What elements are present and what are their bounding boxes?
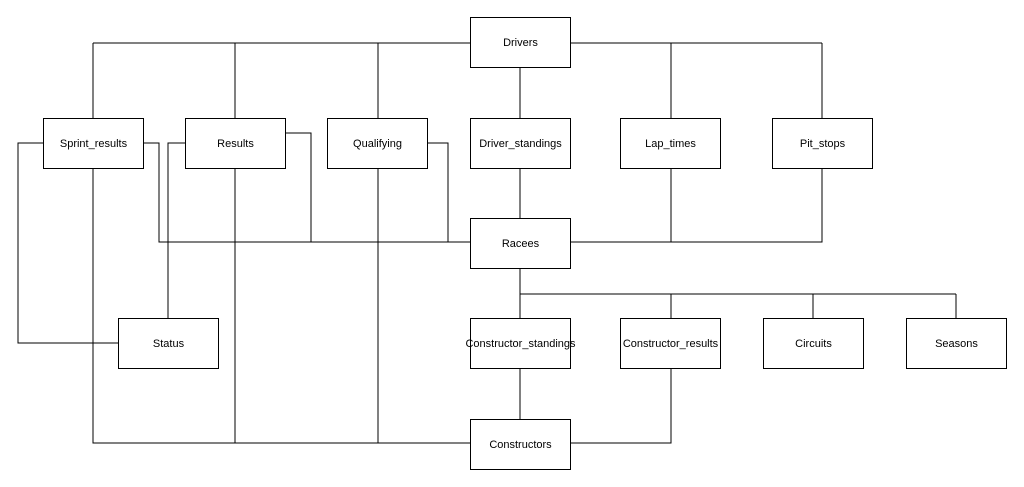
entity-constructor-standings[interactable]: Constructor_standings — [465, 318, 576, 369]
connector-line — [167, 142, 185, 318]
connector-line — [571, 369, 672, 444]
entity-label: Lap_times — [645, 137, 696, 150]
entity-lap-times[interactable]: Lap_times — [620, 118, 721, 169]
connector-line — [671, 169, 823, 243]
connector-line — [144, 142, 470, 243]
entity-label: Results — [217, 137, 254, 150]
entity-seasons[interactable]: Seasons — [906, 318, 1007, 369]
entity-label: Constructor_standings — [465, 337, 576, 350]
entity-racees[interactable]: Racees — [470, 218, 571, 269]
entity-label: Status — [152, 337, 185, 350]
entity-drivers[interactable]: Drivers — [470, 17, 571, 68]
entity-sprint-results[interactable]: Sprint_results — [43, 118, 144, 169]
connector-line — [92, 169, 470, 444]
entity-label: Seasons — [935, 337, 978, 350]
connector-line — [571, 169, 672, 243]
entity-label: Sprint_results — [59, 137, 128, 150]
entity-label: Constructor_results — [622, 337, 719, 350]
entity-results[interactable]: Results — [185, 118, 286, 169]
entity-label: Driver_standings — [479, 137, 562, 150]
entity-qualifying[interactable]: Qualifying — [327, 118, 428, 169]
entity-label: Qualifying — [353, 137, 402, 150]
entity-pit-stops[interactable]: Pit_stops — [772, 118, 873, 169]
entity-status[interactable]: Status — [118, 318, 219, 369]
entity-label: Racees — [501, 237, 540, 250]
entity-label: Constructors — [489, 438, 552, 451]
connector-line — [17, 142, 118, 344]
entity-label: Circuits — [795, 337, 832, 350]
entity-circuits[interactable]: Circuits — [763, 318, 864, 369]
connector-line — [286, 132, 312, 242]
entity-driver-standings[interactable]: Driver_standings — [470, 118, 571, 169]
entity-label: Pit_stops — [799, 137, 846, 150]
entity-label: Drivers — [503, 36, 538, 49]
entity-constructor-results[interactable]: Constructor_results — [620, 318, 721, 369]
entity-constructors[interactable]: Constructors — [470, 419, 571, 470]
connector-line — [428, 142, 449, 242]
